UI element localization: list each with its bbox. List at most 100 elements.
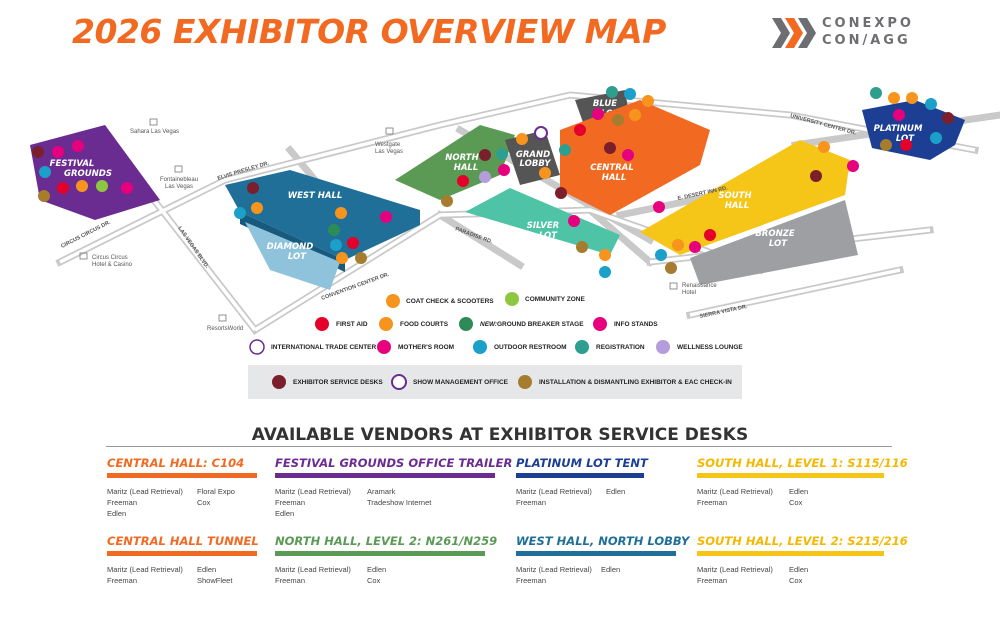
registration-pin[interactable]: [870, 87, 882, 99]
venue-label-south-2: HALL: [725, 201, 750, 211]
install-checkin-pin[interactable]: [880, 139, 892, 151]
venue-silver-lot[interactable]: SILVER LOT: [465, 188, 620, 255]
exhibitor-service-pin[interactable]: [604, 142, 616, 154]
install-checkin-pin[interactable]: [665, 262, 677, 274]
vendor-name: Floral Expo: [197, 487, 235, 496]
first-aid-pin[interactable]: [704, 229, 716, 241]
registration-pin[interactable]: [496, 148, 508, 160]
restroom-pin[interactable]: [599, 266, 611, 278]
vendor-heading: SOUTH HALL, LEVEL 2: S215/216: [697, 534, 908, 548]
vendor-name: Freeman: [275, 498, 306, 507]
info-stand-pin[interactable]: [592, 108, 604, 120]
restroom-pin[interactable]: [330, 239, 342, 251]
vendor-name: Edlen: [197, 565, 217, 574]
food-court-pin[interactable]: [888, 92, 900, 104]
community-zone-icon: [505, 292, 519, 306]
wellness-lounge-pin[interactable]: [479, 171, 491, 183]
food-court-pin[interactable]: [251, 202, 263, 214]
venue-diamond-lot[interactable]: DIAMOND LOT: [245, 222, 340, 290]
info-stand-pin[interactable]: [568, 215, 580, 227]
hotel-label-renaissance-2: Hotel: [682, 290, 696, 296]
venue-label-bronze-2: LOT: [769, 239, 788, 249]
venue-central-hall[interactable]: CENTRAL HALL: [560, 100, 710, 215]
exhibitor-service-pin[interactable]: [555, 187, 567, 199]
venue-platinum-lot[interactable]: PLATINUM LOT: [862, 100, 965, 160]
first-aid-pin[interactable]: [347, 237, 359, 249]
food-court-pin[interactable]: [76, 180, 88, 192]
food-court-pin[interactable]: [599, 249, 611, 261]
mothers-room-pin[interactable]: [653, 201, 665, 213]
vendor-name: Freeman: [697, 576, 728, 585]
exhibitor-service-pin[interactable]: [942, 112, 954, 124]
mothers-room-icon: [377, 340, 391, 354]
itc-icon: [249, 339, 265, 355]
vendor-heading: FESTIVAL GROUNDS OFFICE TRAILER: [275, 456, 513, 470]
info-stand-pin[interactable]: [622, 149, 634, 161]
restroom-pin[interactable]: [234, 207, 246, 219]
install-checkin-pin[interactable]: [441, 195, 453, 207]
legend-coat-check: COAT CHECK & SCOOTERS: [406, 298, 494, 305]
vendor-bar: [697, 551, 884, 556]
venue-grand-lobby[interactable]: GRAND LOBBY: [505, 130, 560, 185]
registration-icon: [575, 340, 589, 354]
exhibitor-service-pin[interactable]: [32, 146, 44, 158]
community-zone-pin[interactable]: [96, 180, 108, 192]
install-checkin-pin[interactable]: [355, 252, 367, 264]
info-stand-pin[interactable]: [380, 211, 392, 223]
info-stand-pin[interactable]: [72, 140, 84, 152]
ground-breaker-pin[interactable]: [328, 224, 340, 236]
vendor-bar: [107, 473, 257, 478]
first-aid-pin[interactable]: [574, 124, 586, 136]
venue-north-hall[interactable]: NORTH HALL: [395, 125, 515, 200]
section-divider: [106, 446, 892, 447]
registration-pin[interactable]: [559, 144, 571, 156]
legend-groundbreaker: GROUND BREAKER STAGE: [497, 321, 584, 328]
food-court-pin[interactable]: [629, 109, 641, 121]
show-management-pin[interactable]: [534, 126, 548, 140]
registration-pin[interactable]: [606, 86, 618, 98]
coat-check-pin[interactable]: [336, 252, 348, 264]
info-stand-pin[interactable]: [893, 109, 905, 121]
vendor-name: Cox: [789, 576, 803, 585]
ground-breaker-icon: [459, 317, 473, 331]
exhibitor-service-pin[interactable]: [810, 170, 822, 182]
first-aid-pin[interactable]: [900, 139, 912, 151]
vendor-card-festival-trailer: FESTIVAL GROUNDS OFFICE TRAILER Maritz (…: [275, 456, 513, 519]
info-stand-pin[interactable]: [689, 241, 701, 253]
food-court-pin[interactable]: [539, 167, 551, 179]
vendor-card-south-level2: SOUTH HALL, LEVEL 2: S215/216 Maritz (Le…: [697, 534, 908, 586]
food-court-pin[interactable]: [818, 141, 830, 153]
install-checkin-pin[interactable]: [38, 190, 50, 202]
install-checkin-pin[interactable]: [576, 241, 588, 253]
exhibitor-service-pin[interactable]: [247, 182, 259, 194]
legend-registration: REGISTRATION: [596, 344, 645, 351]
info-stand-pin[interactable]: [121, 182, 133, 194]
exhibitor-service-pin[interactable]: [479, 149, 491, 161]
vendor-name: Maritz (Lead Retrieval): [275, 565, 351, 574]
vendor-name: Maritz (Lead Retrieval): [697, 565, 773, 574]
vendor-name: Maritz (Lead Retrieval): [516, 487, 592, 496]
info-stand-pin[interactable]: [847, 160, 859, 172]
vendor-heading: NORTH HALL, LEVEL 2: N261/N259: [275, 534, 498, 548]
restroom-pin[interactable]: [655, 249, 667, 261]
restroom-pin[interactable]: [624, 88, 636, 100]
vendor-card-south-level1: SOUTH HALL, LEVEL 1: S115/116 Maritz (Le…: [697, 456, 908, 508]
restroom-pin[interactable]: [930, 132, 942, 144]
venue-bronze-lot[interactable]: BRONZE LOT: [690, 200, 858, 285]
restroom-pin[interactable]: [925, 98, 937, 110]
info-stand-pin[interactable]: [498, 164, 510, 176]
first-aid-pin[interactable]: [57, 182, 69, 194]
info-stand-pin[interactable]: [52, 146, 64, 158]
venue-south-hall[interactable]: SOUTH HALL: [640, 140, 850, 255]
food-court-pin[interactable]: [672, 239, 684, 251]
vendor-name: Maritz (Lead Retrieval): [275, 487, 351, 496]
restroom-pin[interactable]: [39, 166, 51, 178]
food-court-pin[interactable]: [335, 207, 347, 219]
install-checkin-pin[interactable]: [612, 114, 624, 126]
coat-check-pin[interactable]: [906, 92, 918, 104]
amenity-pins: [32, 86, 954, 278]
vendor-name: Freeman: [516, 576, 547, 585]
first-aid-pin[interactable]: [457, 175, 469, 187]
coat-check-pin[interactable]: [642, 95, 654, 107]
food-court-pin[interactable]: [516, 133, 528, 145]
